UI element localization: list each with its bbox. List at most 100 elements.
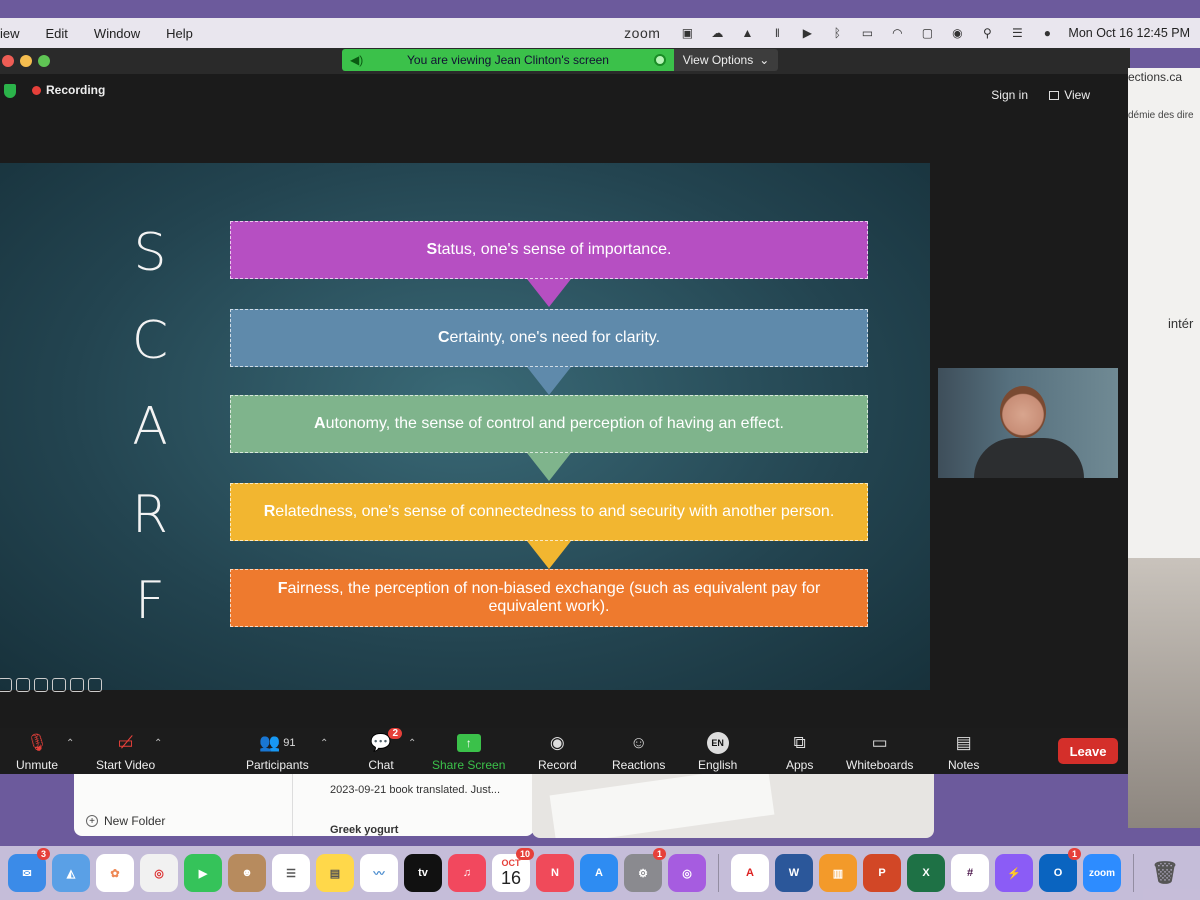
podcasts-icon[interactable]: ◎ bbox=[668, 854, 706, 892]
document-photo bbox=[549, 774, 775, 838]
siri-icon[interactable]: ● bbox=[1043, 26, 1052, 40]
apps-button[interactable]: ⧉ Apps bbox=[786, 732, 813, 772]
reactions-button[interactable]: ☺ Reactions bbox=[612, 732, 665, 772]
menu-help[interactable]: Help bbox=[166, 25, 193, 41]
search-icon[interactable]: ⚲ bbox=[983, 26, 992, 40]
acrobat-icon[interactable]: A bbox=[731, 854, 769, 892]
audio-bars-icon[interactable]: ‖ bbox=[774, 26, 780, 40]
zoom-in-icon[interactable] bbox=[34, 678, 48, 692]
video-off-icon: ▭̸ bbox=[117, 733, 134, 752]
music-icon[interactable]: ♫ bbox=[448, 854, 486, 892]
contacts-icon[interactable]: ☻ bbox=[228, 854, 266, 892]
excel-icon[interactable]: X bbox=[907, 854, 945, 892]
chat-button[interactable]: 💬2 Chat bbox=[368, 728, 402, 772]
browser-tab-url[interactable]: ections.ca bbox=[1128, 70, 1183, 84]
row-initial: A bbox=[314, 415, 326, 432]
facetime-icon[interactable]: ▶ bbox=[184, 854, 222, 892]
browser-tab-title[interactable]: démie des dire bbox=[1128, 110, 1194, 121]
mountain-icon[interactable]: ▲ bbox=[741, 26, 754, 40]
battery-icon[interactable]: ▭ bbox=[861, 26, 874, 40]
scarf-row-certainty: Certainty, one's need for clarity. bbox=[230, 309, 868, 367]
wifi-icon[interactable]: ◠ bbox=[892, 26, 903, 40]
menu-edit[interactable]: Edit bbox=[45, 25, 68, 41]
recording-label: Recording bbox=[46, 83, 106, 97]
photos-icon[interactable]: ✿ bbox=[96, 854, 134, 892]
english-button[interactable]: EN English bbox=[698, 732, 737, 772]
background-notes-window: + New Folder 2023-09-21 book translated.… bbox=[74, 774, 534, 836]
mail-icon[interactable]: ✉3 bbox=[8, 848, 50, 892]
user-icon[interactable]: ◉ bbox=[952, 26, 963, 40]
annotate-icon[interactable] bbox=[0, 678, 12, 692]
dock-separator-2 bbox=[1133, 854, 1134, 892]
minimize-icon[interactable] bbox=[20, 55, 32, 67]
whiteboards-button[interactable]: ▭ Whiteboards bbox=[846, 732, 913, 772]
outlook-menu-icon[interactable]: ▣ bbox=[681, 26, 694, 40]
notes-app-icon[interactable]: ▤ bbox=[316, 854, 354, 892]
start-video-button[interactable]: ▭̸ Start Video bbox=[96, 732, 155, 772]
calendar-icon[interactable]: OCT 16 10 bbox=[492, 848, 534, 892]
system-settings-icon[interactable]: ⚙1 bbox=[624, 848, 666, 892]
row-text: airness, the perception of non-biased ex… bbox=[287, 580, 821, 615]
trash-icon[interactable]: 🗑 bbox=[1151, 860, 1179, 885]
menu-view[interactable]: iew bbox=[0, 25, 20, 41]
app-store-icon[interactable]: A bbox=[580, 854, 618, 892]
slide-letter-a: A bbox=[132, 397, 168, 457]
chrome-icon[interactable]: ◎ bbox=[140, 854, 178, 892]
cloud-icon[interactable]: ☁ bbox=[711, 26, 724, 40]
participant-body bbox=[974, 438, 1084, 478]
more-icon[interactable] bbox=[88, 678, 102, 692]
record-button[interactable]: ◉ Record bbox=[538, 732, 577, 772]
audio-options-chevron-icon[interactable]: ⌃ bbox=[66, 738, 75, 749]
maximize-icon[interactable] bbox=[38, 55, 50, 67]
zoom-app-icon[interactable]: zoom bbox=[1083, 854, 1121, 892]
control-center-icon[interactable]: ☰ bbox=[1012, 26, 1023, 40]
messenger-icon[interactable]: ⚡ bbox=[995, 854, 1033, 892]
books-icon[interactable]: ▥ bbox=[819, 854, 857, 892]
view-options-button[interactable]: View Options ⌄ bbox=[674, 49, 778, 71]
row-initial: F bbox=[277, 580, 288, 597]
unmute-button[interactable]: 🎙 Unmute bbox=[16, 732, 58, 772]
menu-window[interactable]: Window bbox=[93, 25, 141, 41]
share-screen-icon: ↑ bbox=[456, 732, 482, 754]
dock-separator bbox=[718, 854, 719, 892]
record-icon: ◉ bbox=[549, 733, 565, 752]
maps-icon[interactable]: ◭ bbox=[52, 854, 90, 892]
scarf-row-autonomy: Autonomy, the sense of control and perce… bbox=[230, 395, 868, 453]
participants-chevron-icon[interactable]: ⌃ bbox=[320, 738, 329, 749]
camera-icon[interactable] bbox=[70, 678, 84, 692]
participants-button[interactable]: 👥91 Participants bbox=[246, 732, 309, 772]
slack-icon[interactable]: # bbox=[951, 854, 989, 892]
captions-icon[interactable] bbox=[52, 678, 66, 692]
unmute-label: Unmute bbox=[16, 758, 59, 772]
notes-button[interactable]: ▤ Notes bbox=[948, 732, 979, 772]
word-icon[interactable]: W bbox=[775, 854, 813, 892]
news-icon[interactable]: N bbox=[536, 854, 574, 892]
close-icon[interactable] bbox=[2, 55, 14, 67]
apple-tv-icon[interactable]: tv bbox=[404, 854, 442, 892]
play-icon[interactable]: ▶ bbox=[802, 26, 813, 40]
powerpoint-icon[interactable]: P bbox=[863, 854, 901, 892]
new-folder-button[interactable]: + New Folder bbox=[86, 814, 165, 828]
screen-mirror-icon[interactable]: ▢ bbox=[921, 26, 934, 40]
menu-datetime[interactable]: Mon Oct 16 12:45 PM bbox=[1068, 26, 1190, 40]
participants-count: 91 bbox=[283, 737, 296, 749]
chat-chevron-icon[interactable]: ⌃ bbox=[408, 738, 417, 749]
zoom-menu-app[interactable]: zoom bbox=[624, 25, 661, 41]
note-title[interactable]: Greek yogurt bbox=[330, 824, 399, 836]
view-button[interactable]: View bbox=[1049, 88, 1090, 102]
share-screen-button[interactable]: ↑ Share Screen bbox=[432, 732, 505, 772]
zoom-dock-label: zoom bbox=[1088, 867, 1116, 879]
menu-bar: iew Edit Window Help zoom ▣ ☁ ▲ ‖ ▶ ᛒ ▭ … bbox=[0, 18, 1200, 48]
bluetooth-icon[interactable]: ᛒ bbox=[833, 26, 841, 40]
recording-indicator[interactable]: Recording bbox=[32, 83, 105, 97]
reminders-icon[interactable]: ☰ bbox=[272, 854, 310, 892]
leave-button[interactable]: Leave bbox=[1058, 738, 1118, 764]
note-preview[interactable]: 2023-09-21 book translated. Just... bbox=[330, 784, 500, 796]
pencil-icon[interactable] bbox=[16, 678, 30, 692]
shield-icon[interactable] bbox=[4, 84, 16, 98]
freeform-icon[interactable]: 〰 bbox=[360, 854, 398, 892]
participant-video-tile[interactable] bbox=[938, 368, 1118, 478]
sign-in-link[interactable]: Sign in bbox=[991, 88, 1028, 102]
video-options-chevron-icon[interactable]: ⌃ bbox=[154, 738, 163, 749]
